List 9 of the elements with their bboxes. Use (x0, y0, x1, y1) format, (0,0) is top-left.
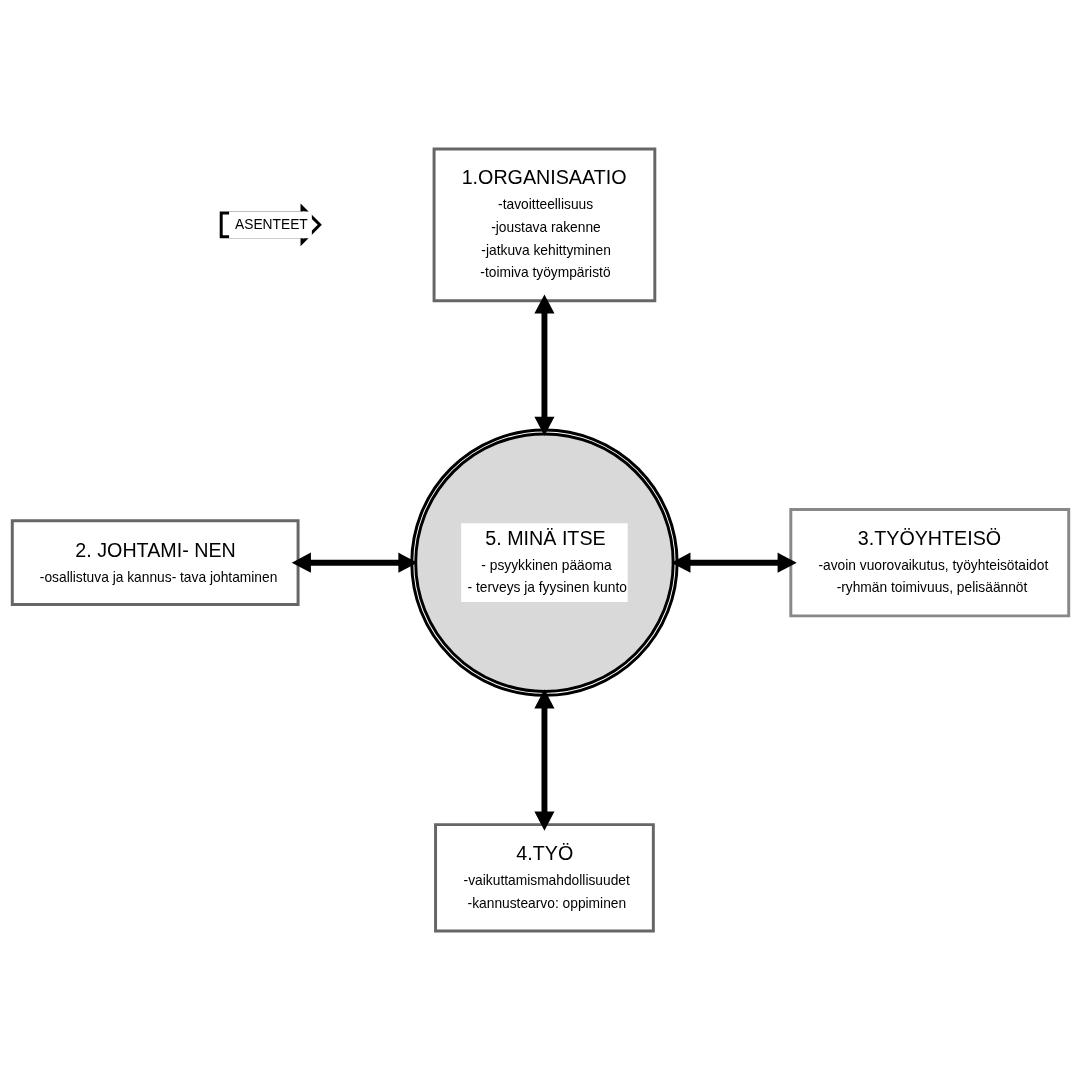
arrow (534, 294, 555, 436)
arrow (291, 552, 418, 573)
node-box: 2. JOHTAMI- NEN -osallistuva ja kannus- tava johtaminen (10, 519, 300, 607)
node-box: 4.TYÖ -vaikuttamismahdollisuudet -kannustearvo: oppiminen (434, 823, 655, 933)
arrow (671, 552, 797, 573)
node-box: 3.TYÖYHTEISÖ -avoin vuorovaikutus, työyhteisötaidot -ryhmän toimivuus, pelisäännöt (789, 507, 1071, 618)
arrow (534, 689, 555, 831)
node-circle: 5. MINÄ ITSE - psyykkinen pääoma - terveys ja fyysinen kunto (410, 428, 679, 697)
node-box: 1.ORGANISAATIO -tavoitteellisuus -joustava rakenne -jatkuva kehittyminen -toimiva työympäristö (432, 147, 657, 303)
